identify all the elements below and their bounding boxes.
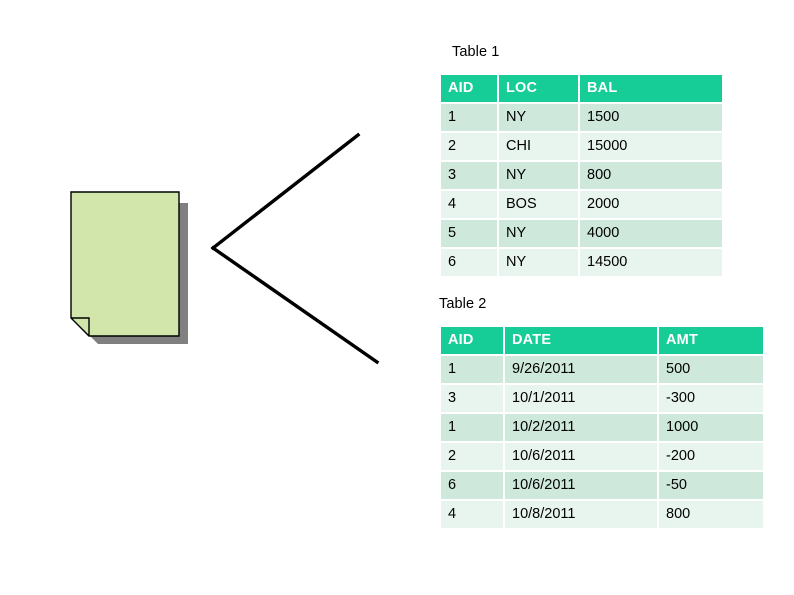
table-row[interactable]: 6 NY 14500 [441, 249, 722, 276]
document-body [70, 191, 180, 337]
table-2-header-date[interactable]: DATE [505, 327, 657, 354]
document-fold-crease [71, 317, 90, 336]
table-1-cell: NY [499, 104, 578, 131]
table-2-cell: 500 [659, 356, 763, 383]
table-2-cell: -300 [659, 385, 763, 412]
table-row[interactable]: 1 9/26/2011 500 [441, 356, 763, 383]
table-row[interactable]: 4 BOS 2000 [441, 191, 722, 218]
table-2-cell: 3 [441, 385, 503, 412]
document-page-shape[interactable] [68, 189, 189, 345]
chevron-lower-line [210, 245, 380, 365]
table-row[interactable]: 4 10/8/2011 800 [441, 501, 763, 528]
table-row[interactable]: 2 CHI 15000 [441, 133, 722, 160]
table-2-cell: 10/6/2011 [505, 443, 657, 470]
table-row[interactable]: 6 10/6/2011 -50 [441, 472, 763, 499]
table-1-cell: 4 [441, 191, 497, 218]
table-2-cell: 4 [441, 501, 503, 528]
chevron-upper-line [210, 132, 361, 251]
table-1-cell: 800 [580, 162, 722, 189]
table-1-cell: NY [499, 162, 578, 189]
table-row[interactable]: 5 NY 4000 [441, 220, 722, 247]
table-row[interactable]: 3 10/1/2011 -300 [441, 385, 763, 412]
table-2-caption: Table 2 [439, 296, 487, 312]
table-2-cell: 9/26/2011 [505, 356, 657, 383]
table-1-header-aid[interactable]: AID [441, 75, 497, 102]
table-row[interactable]: 1 10/2/2011 1000 [441, 414, 763, 441]
table-1-caption: Table 1 [452, 44, 500, 60]
table-1-cell: BOS [499, 191, 578, 218]
table-1-cell: 6 [441, 249, 497, 276]
table-2-cell: 10/8/2011 [505, 501, 657, 528]
table-1-cell: 2 [441, 133, 497, 160]
table-2-cell: 10/1/2011 [505, 385, 657, 412]
table-1-cell: 2000 [580, 191, 722, 218]
table-2-cell: -50 [659, 472, 763, 499]
table-2-cell: 10/2/2011 [505, 414, 657, 441]
table-1-header-row: AID LOC BAL [441, 75, 722, 102]
table-2-header-row: AID DATE AMT [441, 327, 763, 354]
table-1-cell: NY [499, 249, 578, 276]
table-1-cell: NY [499, 220, 578, 247]
table-2-header-amt[interactable]: AMT [659, 327, 763, 354]
chevron-arrow [195, 120, 395, 380]
table-1-cell: 5 [441, 220, 497, 247]
table-1-cell: 1500 [580, 104, 722, 131]
table-2-cell: -200 [659, 443, 763, 470]
table-2-cell: 10/6/2011 [505, 472, 657, 499]
table-row[interactable]: 2 10/6/2011 -200 [441, 443, 763, 470]
table-1-header-bal[interactable]: BAL [580, 75, 722, 102]
table-2-cell: 6 [441, 472, 503, 499]
table-2-cell: 1000 [659, 414, 763, 441]
table-2-header-aid[interactable]: AID [441, 327, 503, 354]
table-row[interactable]: 1 NY 1500 [441, 104, 722, 131]
table-2-cell: 2 [441, 443, 503, 470]
table-2[interactable]: AID DATE AMT 1 9/26/2011 500 3 10/1/2011… [439, 325, 765, 530]
table-1-cell: CHI [499, 133, 578, 160]
table-1-cell: 15000 [580, 133, 722, 160]
table-1-header-loc[interactable]: LOC [499, 75, 578, 102]
table-1-cell: 14500 [580, 249, 722, 276]
table-1-cell: 3 [441, 162, 497, 189]
table-1[interactable]: AID LOC BAL 1 NY 1500 2 CHI 15000 3 NY 8… [439, 73, 724, 278]
table-2-cell: 1 [441, 356, 503, 383]
table-2-cell: 800 [659, 501, 763, 528]
table-1-cell: 1 [441, 104, 497, 131]
table-row[interactable]: 3 NY 800 [441, 162, 722, 189]
table-1-cell: 4000 [580, 220, 722, 247]
table-2-cell: 1 [441, 414, 503, 441]
